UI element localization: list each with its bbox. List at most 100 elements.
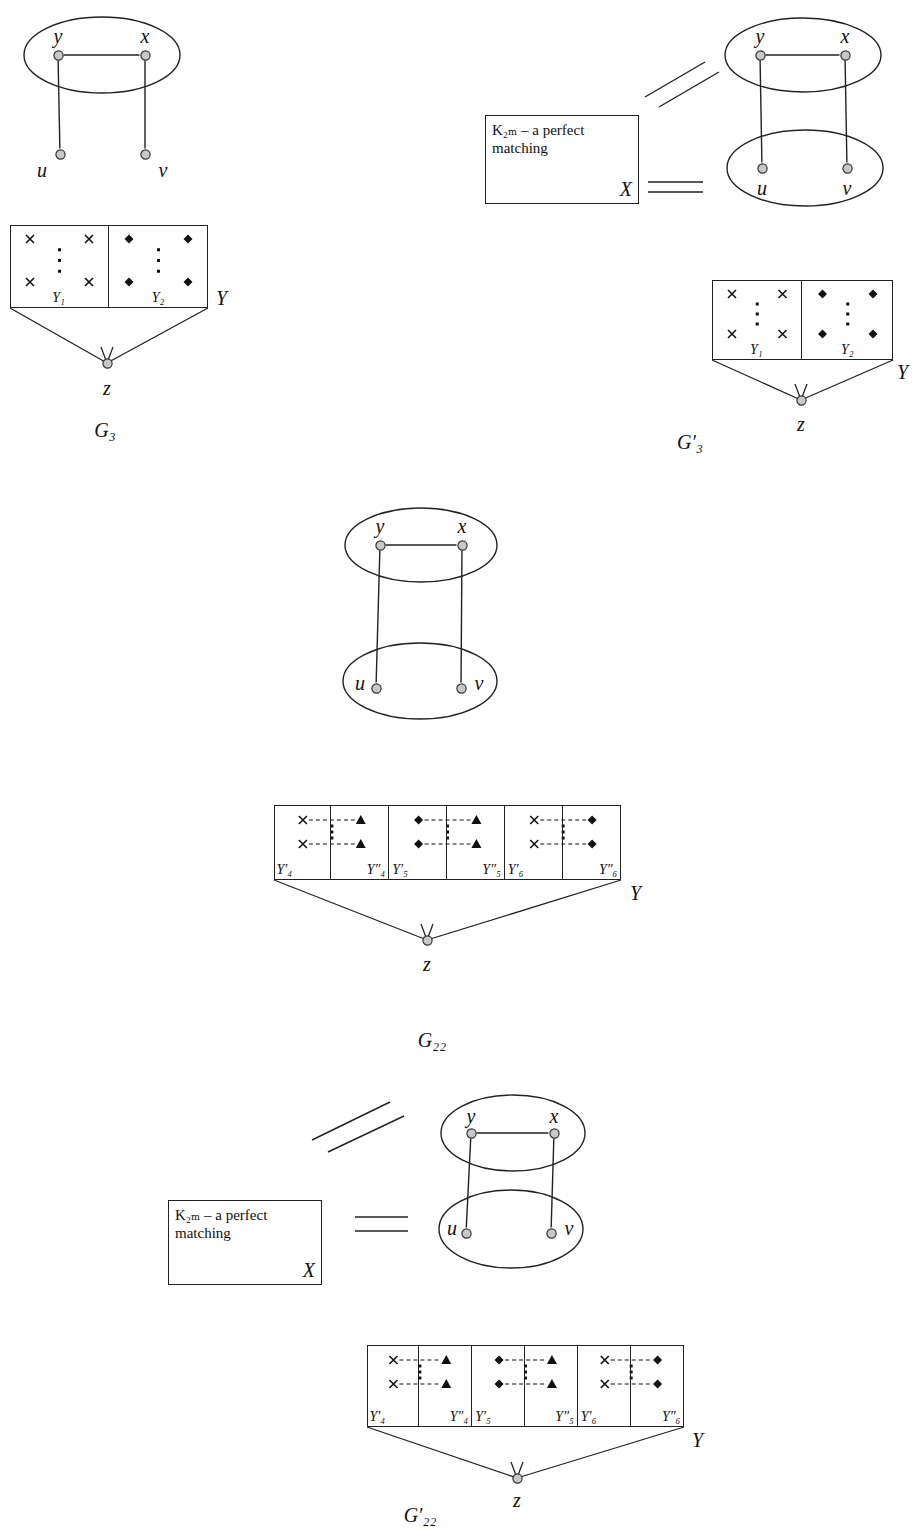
- dashed-link: [309, 819, 355, 820]
- graph-vertex: y: [375, 540, 386, 551]
- ellipsis-dot: [846, 323, 849, 326]
- graph-vertex: y: [755, 50, 766, 61]
- vertex-set-box: Y′₄Y″₄Y′₅Y″₅Y′₆Y″₆Y: [274, 805, 621, 880]
- fan-line: [10, 308, 107, 363]
- vertex-subset-box: Y₂: [109, 225, 208, 308]
- graph-edge: [477, 1132, 549, 1133]
- fan-line: [274, 880, 427, 940]
- subset-label: Y″₅: [482, 862, 500, 877]
- cross-symbol: [779, 330, 787, 338]
- triangle-symbol: [471, 815, 481, 824]
- vertex-circle: [456, 683, 465, 692]
- vertex-dot: [549, 1128, 560, 1139]
- ellipsis-dot: [756, 313, 759, 316]
- graph-edge: [551, 1138, 554, 1227]
- vertex-subset-box: Y″₅: [447, 805, 505, 880]
- diamond-symbol: [414, 816, 423, 825]
- dashed-link: [611, 1359, 652, 1360]
- vertex-group-ellipse: [345, 508, 497, 582]
- vertex-circle: [755, 50, 764, 59]
- vertex-label: z: [797, 413, 805, 435]
- diamond-symbol: [125, 278, 134, 287]
- join-mark: [328, 1116, 404, 1152]
- vertex-label: y: [376, 515, 385, 537]
- graph-vertex: u: [461, 1228, 472, 1239]
- triangle-symbol: [547, 1379, 557, 1388]
- subset-label: Y″₆: [662, 1409, 680, 1424]
- vertex-circle: [375, 540, 384, 549]
- ellipsis-dot: [756, 303, 759, 306]
- graph-vertex: x: [549, 1128, 560, 1139]
- subset-label: Y″₄: [367, 862, 385, 877]
- subset-label: Y₂: [152, 290, 165, 305]
- graph-vertex: z: [422, 935, 433, 946]
- vertex-subset-box: Y″₄: [419, 1345, 472, 1427]
- join-mark: [312, 1102, 390, 1140]
- vertex-dot: [140, 50, 151, 61]
- set-label: Y: [216, 287, 227, 309]
- cross-symbol: [389, 1380, 397, 1388]
- box-text: K₂ₘ – a perfect matching: [492, 121, 632, 157]
- triangle-symbol: [547, 1355, 557, 1364]
- cross-symbol: [530, 816, 538, 824]
- dashed-link: [425, 819, 471, 820]
- vertex-circle: [757, 163, 766, 172]
- set-label: Y: [692, 1429, 703, 1451]
- vertex-subset-box: Y′₆: [505, 805, 563, 880]
- vertex-label: x: [141, 25, 150, 47]
- vertex-label: x: [458, 515, 467, 537]
- diamond-symbol: [588, 816, 597, 825]
- join-mark: [648, 191, 703, 192]
- graph-vertex: y: [466, 1128, 477, 1139]
- triangle-symbol: [356, 839, 366, 848]
- vertex-label: y: [756, 25, 765, 47]
- vertex-group-ellipse: [725, 18, 881, 92]
- graph-edge: [766, 54, 840, 55]
- dashed-link: [399, 1359, 440, 1360]
- vertex-circle: [371, 683, 380, 692]
- graph-name: G₃: [94, 419, 115, 441]
- vertex-circle: [466, 1128, 475, 1137]
- vertex-label: v: [159, 159, 168, 181]
- cross-symbol: [26, 235, 34, 243]
- vertex-circle: [422, 935, 431, 944]
- dashed-link: [611, 1383, 652, 1384]
- triangle-symbol: [356, 815, 366, 824]
- join-mark: [355, 1230, 408, 1231]
- vertex-dot: [55, 149, 66, 160]
- set-label: Y: [630, 882, 641, 904]
- dashed-link: [399, 1383, 440, 1384]
- vertex-subset-box: Y″₆: [563, 805, 621, 880]
- subset-label: Y′₄: [370, 1409, 386, 1424]
- cross-symbol: [299, 816, 307, 824]
- ellipsis-dot: [58, 248, 61, 251]
- box-text: X: [303, 1259, 315, 1281]
- dashed-link: [309, 843, 355, 844]
- cross-symbol: [601, 1356, 609, 1364]
- dashed-link: [540, 819, 586, 820]
- vertex-circle: [140, 149, 149, 158]
- vertex-circle: [102, 358, 111, 367]
- ellipsis-dot: [756, 323, 759, 326]
- vertex-label: z: [513, 1489, 521, 1511]
- ellipsis-dot: [846, 303, 849, 306]
- vertex-subset-box: Y₂: [802, 280, 893, 360]
- graph-vertex: x: [840, 50, 851, 61]
- vertex-dot: [840, 50, 851, 61]
- vertex-subset-box: Y₁: [712, 280, 803, 360]
- vertex-subset-box: Y″₆: [631, 1345, 684, 1427]
- box-text: X: [620, 178, 632, 200]
- vertex-circle: [840, 50, 849, 59]
- diamond-symbol: [588, 840, 597, 849]
- graph-vertex: u: [371, 683, 382, 694]
- ellipsis-dot: [58, 270, 61, 273]
- subset-label: Y″₆: [599, 862, 617, 877]
- vertex-dot: [842, 163, 853, 174]
- vertex-dot: [512, 1473, 523, 1484]
- subset-label: Y₁: [750, 342, 763, 357]
- join-mark: [659, 72, 719, 107]
- graph-edge: [760, 60, 762, 162]
- fan-line: [801, 360, 893, 400]
- vertex-group-ellipse: [439, 1190, 583, 1268]
- vertex-label: u: [37, 159, 47, 181]
